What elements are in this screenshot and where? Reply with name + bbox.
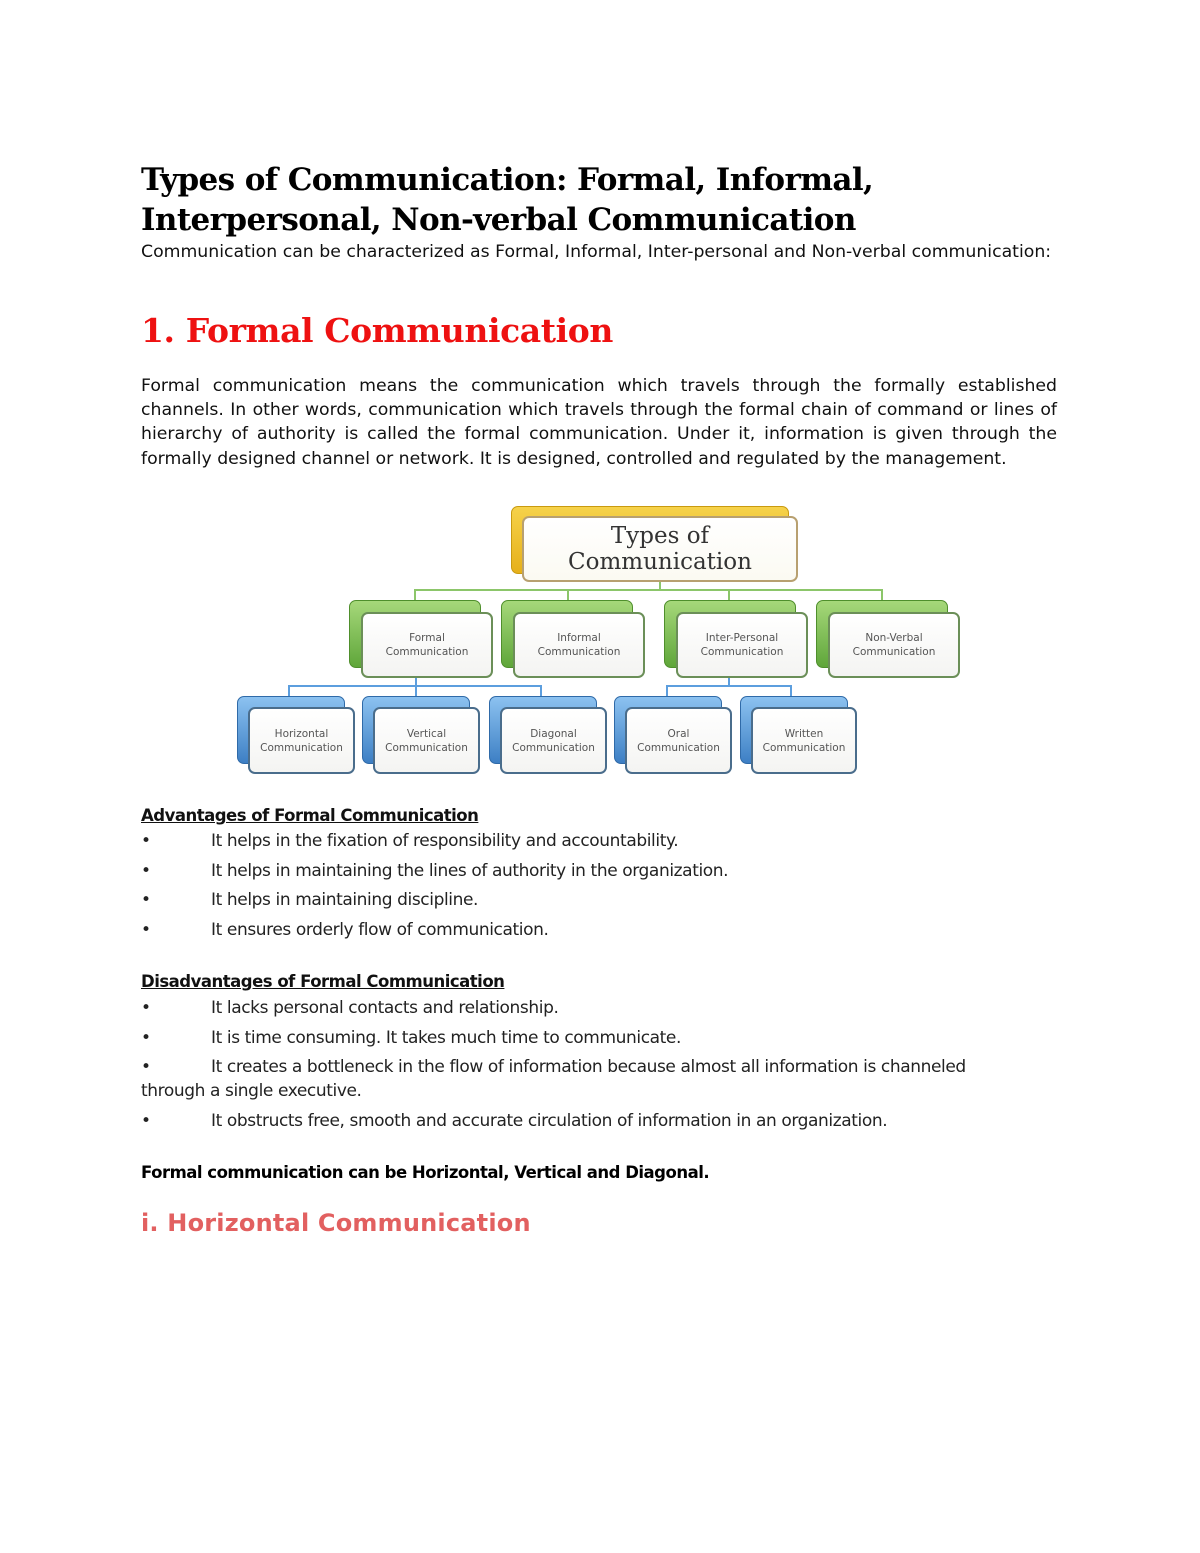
bullet-icon: • — [141, 998, 151, 1018]
box-label-line2: Communication — [385, 741, 468, 754]
connector-diagonal — [540, 685, 542, 698]
box-label-line2: Communication — [385, 646, 469, 658]
disadvantage-item: • It obstructs free, smooth and accurate … — [141, 1109, 1061, 1133]
advantages-list: • It helps in the fixation of responsibil… — [141, 829, 1061, 947]
disadvantage-item: • It lacks personal contacts and relation… — [141, 996, 1061, 1020]
box-label-line1: Written — [784, 727, 824, 740]
connector-interpersonal-children — [666, 685, 792, 687]
advantage-text: It helps in maintaining discipline. — [211, 890, 479, 910]
connector-horizontal — [288, 685, 290, 698]
root-line2: Communication — [568, 549, 752, 575]
disadvantage-text: It lacks personal contacts and relations… — [211, 998, 559, 1018]
box-label-line2: Communication — [512, 741, 595, 754]
bullet-icon: • — [141, 1027, 151, 1048]
advantage-text: It ensures orderly flow of communication… — [211, 919, 549, 940]
box-label-line1: Inter-Personal — [705, 632, 779, 644]
box-label-line2: Communication — [637, 741, 720, 754]
advantage-item: • It ensures orderly flow of communicatio… — [141, 918, 1061, 942]
bullet-icon: • — [141, 890, 151, 910]
intro-paragraph: Communication can be characterized as Fo… — [141, 242, 1052, 262]
connector-level2-horizontal — [414, 589, 882, 591]
connector-informal — [567, 589, 569, 601]
box-label-line2: Communication — [700, 646, 784, 658]
connector-interpersonal-down — [728, 678, 730, 687]
advantage-text: It helps in the fixation of responsibili… — [211, 831, 679, 851]
section-heading-formal: 1. Formal Communication — [141, 311, 613, 350]
box-label-line2: Communication — [260, 741, 343, 754]
disadvantage-text: It creates a bottleneck in the flow of i… — [141, 1057, 966, 1101]
connector-oral — [666, 685, 668, 698]
connector-nonverbal — [881, 589, 883, 601]
formal-paragraph: Formal communication means the communica… — [141, 376, 1057, 469]
box-label-line1: Formal — [409, 632, 445, 644]
box-label-line1: Vertical — [406, 727, 447, 740]
bullet-icon: • — [141, 1057, 151, 1077]
subsection-heading-horizontal: i. Horizontal Communication — [141, 1209, 531, 1237]
box-label-line2: Communication — [537, 646, 621, 658]
connector-written — [790, 685, 792, 698]
document-title: Types of Communication: Formal, Informal… — [141, 162, 874, 238]
disadvantage-text: It is time consuming. It takes much time… — [211, 1027, 681, 1048]
box-label-line1: Diagonal — [530, 727, 577, 740]
box-label-line2: Communication — [762, 741, 846, 754]
connector-formal — [414, 589, 416, 601]
advantage-item: • It helps in maintaining the lines of au… — [141, 859, 1061, 883]
disadvantage-item: •It creates a bottleneck in the flow of … — [141, 1055, 1001, 1103]
bullet-icon: • — [141, 1110, 151, 1131]
advantage-item: • It helps in maintaining discipline. — [141, 888, 1061, 912]
box-label-line2: Communication — [852, 646, 936, 658]
disadvantage-item: • It is time consuming. It takes much tim… — [141, 1026, 1061, 1050]
advantages-heading: Advantages of Formal Communication — [141, 806, 479, 825]
root-box: Types of Communication — [522, 516, 798, 582]
connector-root-vertical — [659, 582, 661, 591]
disadvantage-text: It obstructs free, smooth and accurate c… — [211, 1110, 888, 1131]
root-line1: Types of — [610, 523, 710, 549]
box-label-line1: Informal — [557, 632, 601, 644]
connector-formal-down — [415, 678, 417, 687]
bullet-icon: • — [141, 919, 151, 940]
advantage-text: It helps in maintaining the lines of aut… — [211, 860, 729, 881]
connector-vertical — [415, 685, 417, 698]
box-label-line1: Horizontal — [274, 727, 329, 740]
disadvantages-heading: Disadvantages of Formal Communication — [141, 972, 505, 991]
box-label-line1: Oral — [667, 727, 690, 740]
connector-interpersonal — [728, 589, 730, 601]
bullet-icon: • — [141, 831, 151, 851]
formal-types-summary: Formal communication can be Horizontal, … — [141, 1163, 710, 1182]
box-label-line1: Non-Verbal — [865, 632, 923, 644]
bullet-icon: • — [141, 860, 151, 881]
disadvantages-list: • It lacks personal contacts and relation… — [141, 996, 1061, 1138]
advantage-item: • It helps in the fixation of responsibil… — [141, 829, 1061, 853]
